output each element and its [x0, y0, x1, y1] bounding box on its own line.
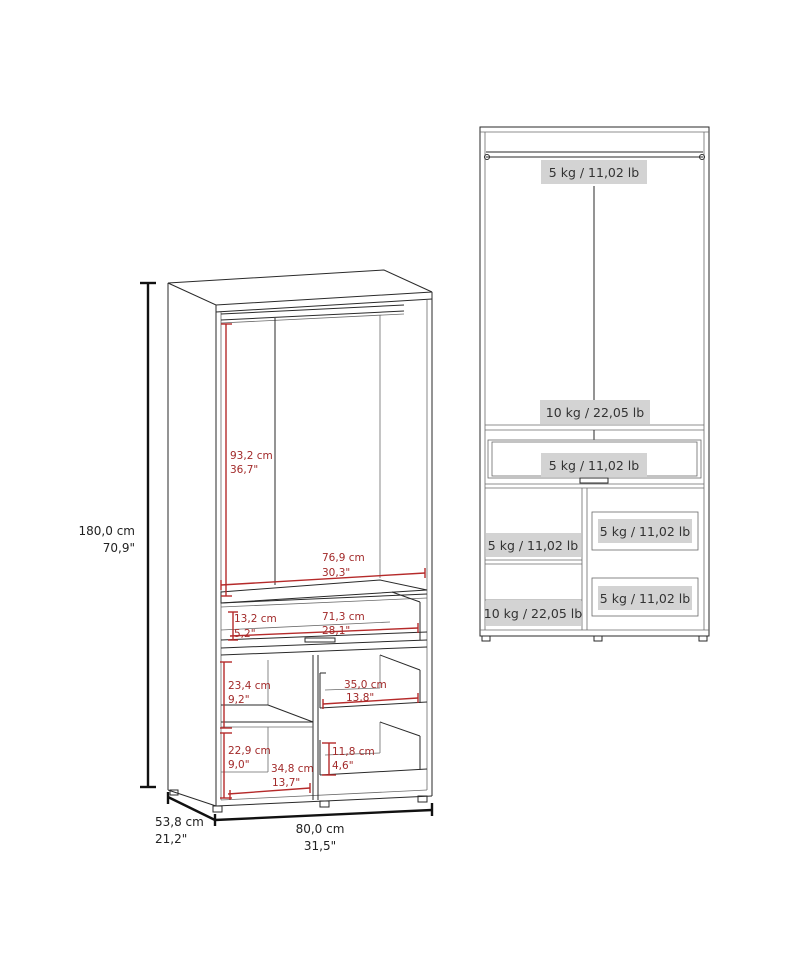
width-in-label: 31,5" [304, 839, 336, 853]
dimensioned-wardrobe-view: 180,0 cm 70,9" [79, 269, 434, 853]
left-lower-height-cm: 22,9 cm [228, 745, 271, 757]
svg-text:5 kg / 11,02 lb: 5 kg / 11,02 lb [549, 458, 639, 473]
left-upper-height-cm: 23,4 cm [228, 680, 271, 692]
depth-cm-label: 53,8 cm [155, 815, 204, 829]
svg-text:10 kg / 22,05 lb: 10 kg / 22,05 lb [546, 405, 644, 420]
left-width-cm: 34,8 cm [271, 763, 314, 775]
load-label-top-drawer: 5 kg / 11,02 lb [541, 453, 647, 477]
load-capacity-view: 5 kg / 11,02 lb 10 kg / 22,05 lb 5 kg / … [479, 126, 710, 642]
right-drawer-height-in: 4,6" [332, 760, 354, 772]
cabinet-body [167, 269, 433, 813]
depth-in-label: 21,2" [155, 832, 187, 846]
hanging-height-cm: 93,2 cm [230, 450, 273, 462]
load-label-hanging-rod: 5 kg / 11,02 lb [541, 160, 647, 184]
front-cabinet-outline [479, 126, 710, 642]
load-label-left-upper-shelf: 5 kg / 11,02 lb [486, 533, 581, 557]
svg-text:5 kg / 11,02 lb: 5 kg / 11,02 lb [600, 591, 690, 606]
interior-dimension-lines [220, 323, 426, 800]
left-upper-height-in: 9,2" [228, 694, 250, 706]
load-label-middle-shelf: 10 kg / 22,05 lb [540, 400, 650, 424]
load-label-right-lower-drawer: 5 kg / 11,02 lb [598, 586, 692, 610]
svg-text:5 kg / 11,02 lb: 5 kg / 11,02 lb [549, 165, 639, 180]
height-in-label: 70,9" [103, 541, 135, 555]
right-drawer-width-in: 13,8" [346, 692, 374, 704]
load-label-left-bottom: 10 kg / 22,05 lb [484, 600, 582, 626]
left-lower-height-in: 9,0" [228, 759, 250, 771]
top-drawer-width-cm: 71,3 cm [322, 611, 365, 623]
hanging-height-in: 36,7" [230, 464, 258, 476]
shelf-width-in: 30,3" [322, 567, 350, 579]
right-drawer-height-cm: 11,8 cm [332, 746, 375, 758]
load-label-right-upper-drawer: 5 kg / 11,02 lb [598, 519, 692, 543]
svg-text:10 kg / 22,05 lb: 10 kg / 22,05 lb [484, 606, 582, 621]
height-dimension-line [140, 281, 156, 789]
svg-text:5 kg / 11,02 lb: 5 kg / 11,02 lb [600, 524, 690, 539]
top-drawer-width-in: 28,1" [322, 625, 350, 637]
shelf-width-cm: 76,9 cm [322, 552, 365, 564]
base-dimension-lines [166, 792, 434, 826]
top-drawer-height-cm: 13,2 cm [234, 613, 277, 625]
svg-text:5 kg / 11,02 lb: 5 kg / 11,02 lb [488, 538, 578, 553]
top-drawer-height-in: 5,2" [234, 628, 256, 640]
left-width-in: 13,7" [272, 777, 300, 789]
width-cm-label: 80,0 cm [296, 822, 345, 836]
height-cm-label: 180,0 cm [79, 524, 135, 538]
right-drawer-width-cm: 35,0 cm [344, 679, 387, 691]
